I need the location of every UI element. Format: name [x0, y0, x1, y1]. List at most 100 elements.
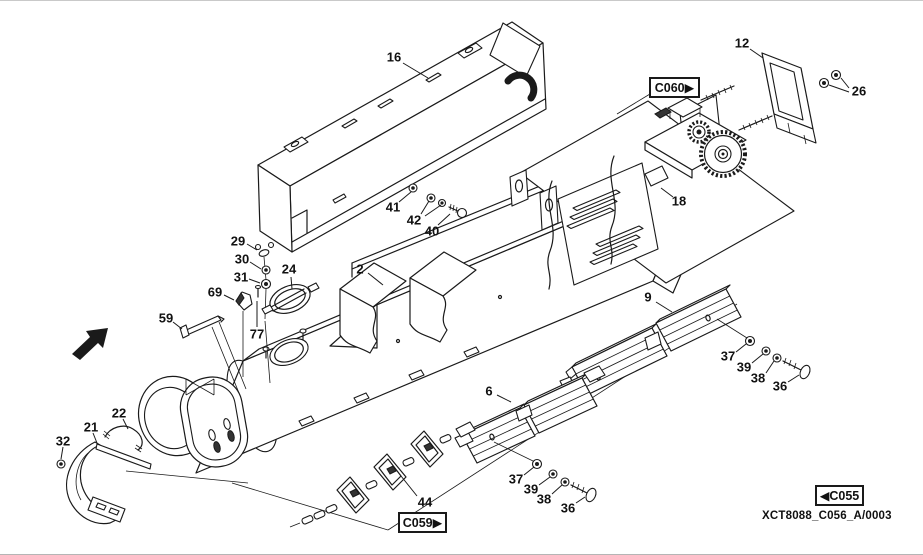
leader-line-42 [424, 204, 442, 217]
leader-line-18 [660, 187, 674, 198]
leader-line-16 [402, 62, 429, 79]
leader-line-36 [575, 496, 586, 504]
refbox-c059[interactable]: C059▶ [398, 512, 447, 533]
guard-21-tab [87, 496, 126, 523]
leader-line-29 [246, 243, 258, 251]
washer-31-hole [264, 282, 268, 286]
washer-42-hole [429, 196, 433, 200]
cover-slot [341, 118, 358, 129]
leader-line-39 [538, 476, 551, 486]
callout-36: 36 [773, 379, 787, 394]
cleat-center [349, 488, 360, 498]
refbox-c060[interactable]: C060▶ [649, 77, 700, 98]
cover-tab-hole [464, 46, 474, 54]
leader-line-38 [765, 360, 775, 374]
vent-panel [557, 162, 659, 286]
threaded-rod [700, 85, 735, 101]
nut-26-hole [834, 73, 838, 77]
bolt-36-threads [571, 481, 585, 494]
cleat-center [423, 442, 434, 452]
callout-39: 39 [524, 482, 538, 497]
wire-22-ends [102, 430, 143, 453]
callout-16: 16 [387, 50, 401, 65]
bolt-36-shaft [782, 360, 802, 371]
vent-slat [572, 189, 621, 212]
vent-slat [589, 243, 638, 266]
leader-line-22 [122, 418, 129, 430]
cover-notch [291, 209, 308, 234]
bolt-40-head [456, 207, 468, 219]
handle-mount-line [211, 321, 247, 394]
rail-hole [705, 314, 711, 322]
callout-36: 36 [561, 501, 575, 516]
frame-foot-tab [408, 369, 425, 381]
refbox-c055[interactable]: ◀C055 [815, 485, 864, 506]
washer-41-hole [411, 186, 415, 190]
callout-41: 41 [386, 200, 400, 215]
assembly-centerline [264, 320, 271, 384]
callout-labels: 1612264142401829303124695977293739383621… [56, 36, 866, 516]
cover-16 [257, 21, 547, 253]
callout-32: 32 [56, 434, 70, 449]
frame-tab [509, 169, 529, 207]
bracket-69-flange [235, 292, 245, 306]
cap-tab [261, 304, 274, 315]
callout-9: 9 [644, 290, 651, 305]
plate-hole [223, 418, 231, 430]
refbox-c059-border [398, 512, 447, 533]
hardware-leader [493, 441, 534, 462]
callout-26: 26 [852, 84, 866, 99]
cover-2-front [339, 288, 378, 354]
cover-tab [457, 42, 483, 59]
refbox-c055-label: ◀C055 [820, 489, 860, 503]
mount-block [654, 107, 672, 119]
nut-26-hole [822, 81, 826, 85]
callout-12: 12 [735, 36, 749, 51]
callout-22: 22 [112, 406, 126, 421]
callout-37: 37 [721, 349, 735, 364]
hardware-40-41-42 [408, 183, 468, 219]
leader-line-2 [367, 272, 384, 286]
leader-line-39 [751, 353, 764, 364]
washer-39-hole [764, 349, 768, 353]
callout-38: 38 [537, 492, 551, 507]
rod-threads [705, 84, 733, 101]
hatch-ring-outer [269, 338, 309, 366]
callout-24: 24 [282, 262, 297, 277]
cover-2 [339, 251, 477, 354]
refbox-c060-label: C060▶ [655, 81, 695, 95]
leader-line-41 [398, 191, 412, 203]
rail-9-joint [644, 331, 662, 351]
hatch-ring-inner [274, 341, 304, 363]
chain-cleat [373, 453, 407, 491]
callout-2: 2 [356, 262, 363, 277]
rail-hole [489, 433, 495, 441]
screw-77-head [254, 284, 262, 290]
handle-end-cap [179, 324, 190, 339]
callout-39: 39 [737, 360, 751, 375]
chain-cleat [336, 476, 370, 514]
leader-line-24 [290, 276, 293, 290]
main-frame [195, 100, 795, 474]
frame-tab [539, 185, 559, 231]
plate-hole [213, 441, 221, 453]
callout-30: 30 [235, 252, 249, 267]
callout-29: 29 [231, 234, 245, 249]
hardware-set-rail-6 [531, 458, 597, 503]
chain-link [325, 504, 338, 514]
leader-line-37 [523, 466, 535, 476]
refbox-c059-label: C059▶ [403, 516, 443, 530]
leader-line-42 [420, 200, 430, 215]
handle-59 [179, 315, 247, 394]
callout-40: 40 [425, 224, 439, 239]
mount-pin [95, 443, 152, 470]
rod-threads [742, 114, 770, 131]
break-line [547, 180, 554, 290]
callout-18: 18 [672, 194, 686, 209]
guard-21-inner-line [75, 452, 89, 501]
hatch-opening [262, 328, 309, 366]
reference-boxes: C060▶ C059▶ ◀C055 [398, 77, 864, 533]
rail-6-joint [515, 404, 533, 422]
washer-38-hole [563, 480, 567, 484]
threaded-rod [738, 115, 773, 131]
